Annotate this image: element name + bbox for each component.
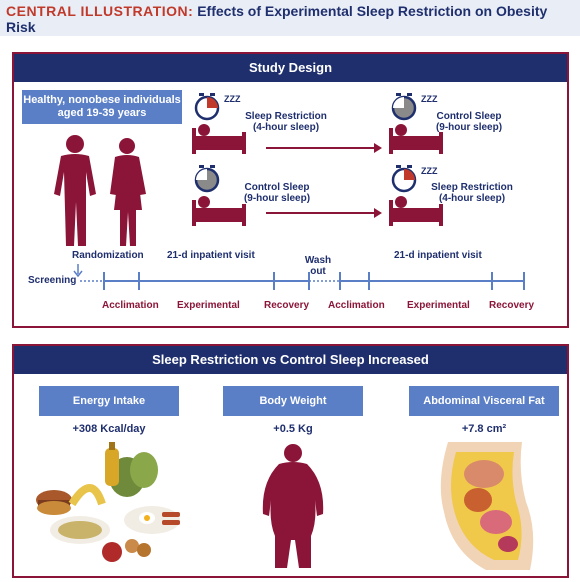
body-weight-box: Body Weight xyxy=(223,386,363,416)
zzz-3: ZZZ xyxy=(421,166,438,176)
alarm-clock-restriction-icon xyxy=(192,93,246,154)
participants-box: Healthy, nonobese individuals aged 19-39… xyxy=(22,90,182,124)
arm2-first-name: Control Sleep xyxy=(244,182,310,193)
arm1-second-label: Control Sleep (9-hour sleep) xyxy=(424,111,514,133)
phase-acclimation-1: Acclimation xyxy=(102,300,159,311)
body-weight-silhouette-icon xyxy=(262,444,324,568)
visceral-fat-value: +7.8 cm² xyxy=(461,423,507,435)
phase-recovery-1: Recovery xyxy=(264,300,310,311)
energy-intake-box: Energy Intake xyxy=(39,386,179,416)
study-design-title: Study Design xyxy=(14,54,567,82)
food-illustration-icon xyxy=(36,442,180,562)
phase-experimental-2: Experimental xyxy=(407,300,470,311)
visceral-fat-box: Abdominal Visceral Fat xyxy=(409,386,559,416)
phase-experimental-1: Experimental xyxy=(177,300,240,311)
arm1-first-name: Sleep Restriction xyxy=(245,111,327,122)
results-panel: Sleep Restriction vs Control Sleep Incre… xyxy=(12,344,569,578)
header-label: CENTRAL ILLUSTRATION: xyxy=(6,3,194,19)
study-design-panel: Study Design Healthy, nonobese individua… xyxy=(12,52,569,328)
arm1-second-name: Control Sleep xyxy=(436,111,502,122)
arm1-second-hours: (9-hour sleep) xyxy=(435,122,503,133)
abdominal-cross-section-icon xyxy=(440,442,534,570)
arm1-first-hours: (4-hour sleep) xyxy=(252,122,320,133)
arm2-first-label: Control Sleep (9-hour sleep) xyxy=(232,182,322,204)
arm2-second-hours: (4-hour sleep) xyxy=(438,193,506,204)
illustration-header: CENTRAL ILLUSTRATION: Effects of Experim… xyxy=(0,0,580,36)
arm2-second-name: Sleep Restriction xyxy=(431,182,513,193)
arm1-arrow xyxy=(266,143,382,153)
alarm-clock-control-icon xyxy=(389,93,443,154)
visit1-label: 21-d inpatient visit xyxy=(167,250,255,261)
participants-silhouette-icon xyxy=(54,135,146,246)
phase-acclimation-2: Acclimation xyxy=(328,300,385,311)
results-title: Sleep Restriction vs Control Sleep Incre… xyxy=(14,346,567,374)
arm2-arrow xyxy=(266,208,382,218)
randomization-label: Randomization xyxy=(72,250,144,261)
arm2-second-label: Sleep Restriction (4-hour sleep) xyxy=(422,182,522,204)
phase-recovery-2: Recovery xyxy=(489,300,535,311)
header-title: Effects of Experimental Sleep Restrictio… xyxy=(6,3,548,35)
alarm-clock-restriction-icon-2 xyxy=(389,165,443,226)
washout-label: Wash out xyxy=(304,255,332,277)
visit2-label: 21-d inpatient visit xyxy=(394,250,482,261)
energy-intake-value: +308 Kcal/day xyxy=(72,423,146,435)
arm1-first-label: Sleep Restriction (4-hour sleep) xyxy=(236,111,336,133)
zzz-2: ZZZ xyxy=(421,94,438,104)
body-weight-value: +0.5 Kg xyxy=(273,423,313,435)
arm2-first-hours: (9-hour sleep) xyxy=(243,193,311,204)
zzz-1: ZZZ xyxy=(224,94,241,104)
study-timeline xyxy=(73,264,525,290)
screening-label: Screening xyxy=(28,275,77,286)
alarm-clock-control-icon-2 xyxy=(192,165,246,226)
